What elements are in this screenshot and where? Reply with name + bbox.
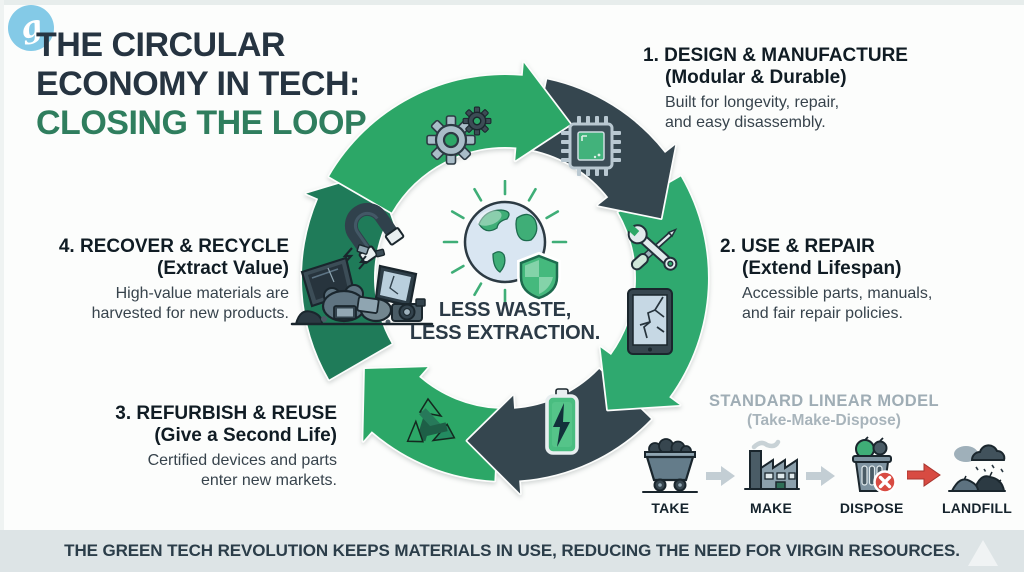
stage-3-title: REFURBISH & REUSE <box>136 403 337 424</box>
linear-step-take: TAKE <box>636 438 705 516</box>
stage-2-title: USE & REPAIR <box>741 236 875 257</box>
microchip-icon <box>558 114 624 178</box>
linear-model-subtitle: (Take-Make-Dispose) <box>747 412 901 429</box>
factory-icon <box>740 438 802 499</box>
recycle-arrows-icon <box>394 390 466 458</box>
top-border <box>0 0 1024 5</box>
wheel-center-message: LESS WASTE, LESS EXTRACTION. <box>400 299 610 345</box>
stage-4-subtitle: (Extract Value) <box>157 258 289 279</box>
center-message-line-2: LESS EXTRACTION. <box>409 322 601 344</box>
linear-model-title: STANDARD LINEAR MODEL <box>709 392 939 410</box>
battery-icon <box>536 386 588 458</box>
linear-step-landfill-label: LANDFILL <box>942 500 1013 516</box>
stage-2-desc-line-2: and fair repair policies. <box>742 305 903 322</box>
title-line-1: THE CIRCULAR <box>36 26 285 64</box>
stage-3-desc-line-2: enter new markets. <box>200 472 337 489</box>
gray-arrow-icon <box>806 465 836 492</box>
gears-icon <box>420 100 498 168</box>
linear-step-take-label: TAKE <box>651 500 690 516</box>
landfill-cloud-icon <box>946 436 1008 499</box>
red-arrow-icon <box>906 463 941 492</box>
stage-4-desc-line-2: harvested for new products. <box>91 305 289 322</box>
trash-bin-x-icon <box>841 436 903 499</box>
left-border <box>0 0 4 572</box>
stage-4-number: 4. <box>58 236 75 257</box>
title-line-3: CLOSING THE LOOP <box>36 104 367 142</box>
stage-1-desc-line-1: Built for longevity, repair, <box>665 94 840 111</box>
stage-3-desc-line-1: Certified devices and parts <box>147 452 337 469</box>
linear-step-make-label: MAKE <box>749 500 793 516</box>
linear-step-make: MAKE <box>737 438 806 516</box>
page-title: THE CIRCULAR ECONOMY IN TECH: CLOSING TH… <box>36 26 367 143</box>
stage-2-use-repair: 2. USE & REPAIR (Extend Lifespan) Access… <box>720 236 960 324</box>
cracked-tablet-icon <box>622 286 678 358</box>
stage-2-subtitle: (Extend Lifespan) <box>742 258 902 279</box>
linear-model-section: STANDARD LINEAR MODEL (Take-Make-Dispose… <box>636 392 1012 516</box>
stage-4-title: RECOVER & RECYCLE <box>79 236 289 257</box>
stage-1-design-manufacture: 1. DESIGN & MANUFACTURE (Modular & Durab… <box>643 45 923 133</box>
wrench-screwdriver-icon <box>620 218 688 280</box>
stage-4-recover-recycle: 4. RECOVER & RECYCLE (Extract Value) Hig… <box>37 236 289 324</box>
stage-2-desc-line-1: Accessible parts, manuals, <box>742 285 933 302</box>
footer-watermark-chevron <box>968 540 998 566</box>
stage-2-number: 2. <box>720 236 736 257</box>
title-line-2: ECONOMY IN TECH: <box>36 65 360 103</box>
globe-shield-icon <box>423 180 587 332</box>
stage-1-title: DESIGN & MANUFACTURE <box>664 45 908 66</box>
linear-step-dispose-label: DISPOSE <box>839 500 904 516</box>
linear-step-landfill: LANDFILL <box>942 436 1012 516</box>
stage-1-desc-line-2: and easy disassembly. <box>665 114 826 131</box>
center-message-line-1: LESS WASTE, <box>438 299 572 321</box>
stage-3-number: 3. <box>115 403 132 424</box>
stage-4-desc-line-1: High-value materials are <box>115 285 289 302</box>
stage-3-refurbish-reuse: 3. REFURBISH & REUSE (Give a Second Life… <box>95 403 337 491</box>
stage-3-subtitle: (Give a Second Life) <box>154 425 337 446</box>
mine-cart-icon <box>639 438 701 499</box>
brand-logo: g <box>8 5 54 51</box>
footer-text: THE GREEN TECH REVOLUTION KEEPS MATERIAL… <box>64 541 960 560</box>
footer-banner: THE GREEN TECH REVOLUTION KEEPS MATERIAL… <box>0 530 1024 572</box>
gray-arrow-icon <box>705 465 736 492</box>
stage-1-number: 1. <box>643 45 659 66</box>
linear-step-dispose: DISPOSE <box>837 436 906 516</box>
stage-1-subtitle: (Modular & Durable) <box>665 67 847 88</box>
ewaste-pile-icon <box>288 244 436 328</box>
